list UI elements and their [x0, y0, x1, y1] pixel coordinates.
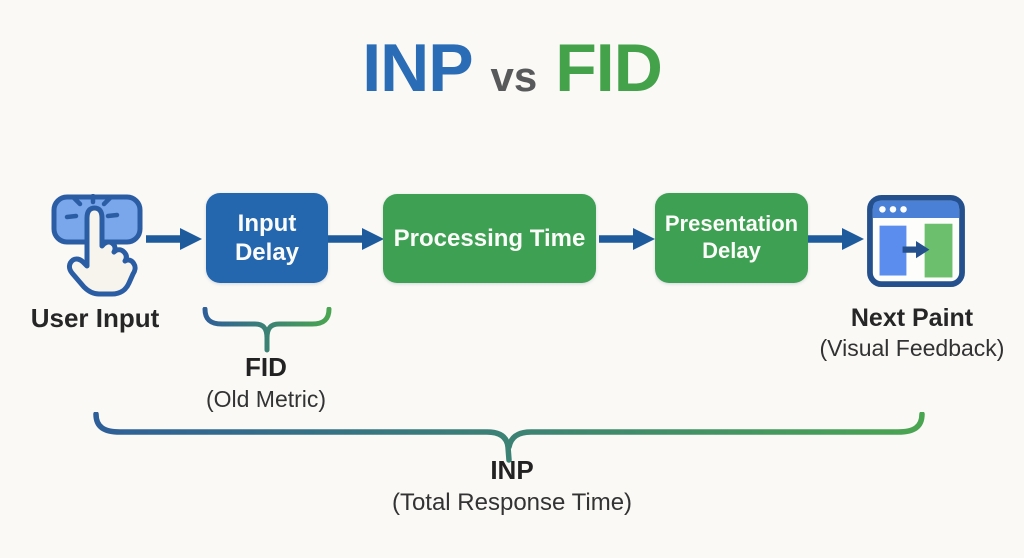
presentation-delay-box: Presentation Delay	[655, 193, 808, 283]
next-paint-sublabel: (Visual Feedback)	[819, 335, 1005, 361]
inp-brace	[93, 412, 925, 463]
page-title: INP vs FID	[0, 34, 1024, 102]
pointer-hand-shape	[67, 205, 138, 297]
browser-titlebar	[872, 200, 960, 218]
processing-time-box: Processing Time	[383, 194, 596, 283]
fid-brace	[202, 307, 332, 353]
arrow-icon	[328, 228, 384, 250]
old-frame-panel	[879, 225, 907, 276]
inp-label: INP	[490, 455, 534, 485]
title-inp: INP	[362, 30, 473, 106]
tap-hand-icon	[51, 194, 143, 297]
arrow-icon	[146, 228, 202, 250]
title-fid: FID	[555, 30, 663, 106]
arrow-icon	[808, 228, 864, 250]
title-vs: vs	[490, 53, 538, 100]
fid-annotation-group: FID (Old Metric)	[186, 352, 346, 413]
inp-annotation-group: INP (Total Response Time)	[312, 455, 712, 517]
next-paint-label-group: Next Paint (Visual Feedback)	[800, 304, 1024, 362]
tap-rays-icon	[64, 194, 120, 220]
inp-sublabel: (Total Response Time)	[391, 489, 633, 516]
fid-sublabel: (Old Metric)	[205, 386, 327, 412]
user-input-label: User Input	[30, 303, 160, 333]
browser-window-icon	[867, 194, 965, 288]
input-delay-box: Input Delay	[206, 193, 328, 283]
next-paint-label: Next Paint	[850, 304, 974, 332]
fid-label: FID	[245, 352, 287, 382]
new-frame-panel	[924, 223, 953, 278]
arrow-icon	[599, 228, 655, 250]
